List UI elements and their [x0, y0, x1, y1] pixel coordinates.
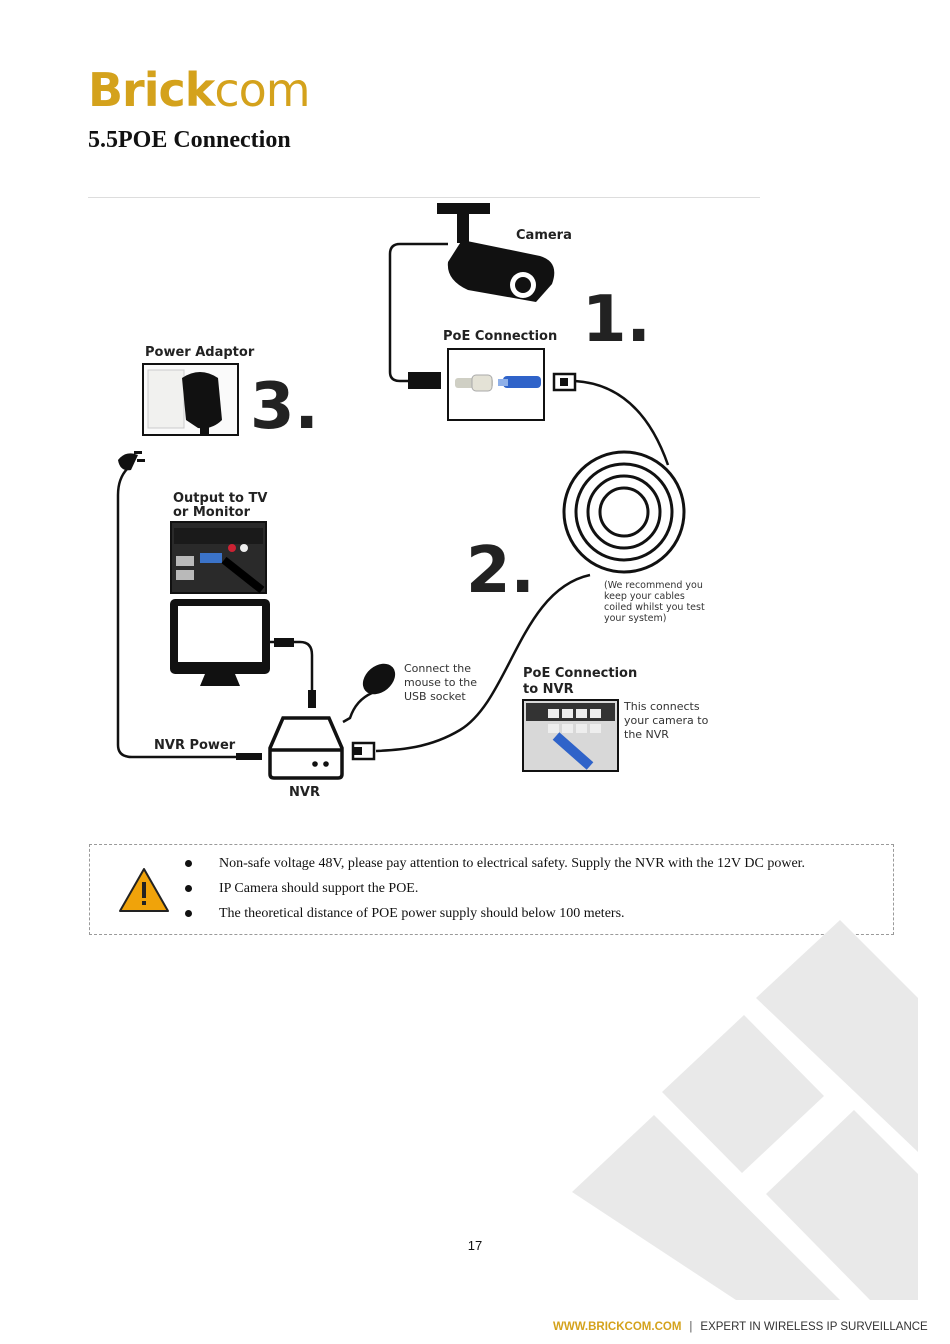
warning-notes-list: Non-safe voltage 48V, please pay attenti…: [184, 851, 805, 926]
title-divider: [88, 197, 760, 198]
warning-note-box: [89, 844, 894, 935]
coil-note-line2: keep your cables: [604, 591, 685, 602]
page-number: 17: [467, 1238, 483, 1253]
monitor-icon: [170, 599, 270, 686]
hdmi-plug: [274, 638, 294, 647]
wall-socket-photo: [147, 369, 222, 434]
cable-coil-to-nvr: [375, 573, 591, 753]
power-plug-icon: [118, 451, 145, 471]
camera-cable: [388, 242, 448, 383]
step-2-label: 2.: [466, 534, 535, 608]
logo-bold-text: Brick: [88, 63, 215, 117]
section-title: 5.5POE Connection: [88, 127, 291, 153]
footer: WWW.BRICKCOM.COM | EXPERT IN WIRELESS IP S…: [553, 1321, 928, 1333]
poe-connection-diagram: Camera 1. PoE Connection Power Adaptor 3…: [116, 203, 712, 800]
monitor-cable: [270, 640, 314, 700]
output-ports-detail: [174, 528, 265, 594]
brand-watermark: [572, 920, 918, 1300]
footer-separator: |: [689, 1321, 693, 1333]
connects-note-line1: This connects: [623, 700, 700, 713]
nvr-ports-detail: [526, 703, 615, 770]
nvr-label: NVR: [289, 785, 320, 800]
poe-connector-photo: [455, 374, 541, 392]
step-1-label: 1.: [582, 283, 651, 357]
connects-note-line2: your camera to: [624, 714, 709, 727]
power-adaptor-label: Power Adaptor: [145, 345, 255, 360]
connects-note: This connects your camera to the NVR: [623, 700, 712, 741]
output-label-line2: or Monitor: [173, 505, 251, 520]
connects-note-line3: the NVR: [624, 728, 669, 741]
camera-label: Camera: [516, 228, 572, 243]
nvr-power-cable: [116, 467, 240, 759]
list-item: The theoretical distance of POE power su…: [184, 901, 805, 926]
monitor-cable-plug: [308, 690, 316, 708]
mouse-note-line3: USB socket: [404, 690, 466, 703]
mouse-note: Connect the mouse to the USB socket: [404, 662, 481, 703]
poe-connection-label: PoE Connection: [443, 329, 557, 344]
brickcom-logo: Brickcom: [88, 62, 311, 118]
coil-note-line1: (We recommend you: [604, 580, 703, 591]
camera-plug: [408, 372, 441, 389]
nvr-power-label: NVR Power: [154, 738, 236, 753]
footer-tagline: EXPERT IN WIRELESS IP SURVEILLANCE: [700, 1321, 928, 1333]
cable-to-coil: [574, 379, 670, 466]
step-3-label: 3.: [250, 370, 319, 444]
coil-note-line3: coiled whilst you test: [604, 602, 705, 613]
cables: [116, 242, 670, 759]
dc-plug: [236, 753, 262, 760]
logo-light-text: com: [214, 63, 310, 117]
output-label-line1: Output to TV: [173, 491, 267, 506]
mouse-note-line1: Connect the: [404, 662, 471, 675]
mouse-icon: [362, 663, 396, 695]
nvr-icon: [268, 716, 344, 780]
list-item: IP Camera should support the POE.: [184, 876, 805, 901]
coiled-cable: [562, 450, 686, 574]
poe-nvr-label-line1: PoE Connection: [523, 666, 637, 681]
coil-note-line4: your system): [604, 613, 666, 624]
warning-icon: [119, 868, 169, 912]
mouse-note-line2: mouse to the: [404, 676, 477, 689]
footer-url: WWW.BRICKCOM.COM: [553, 1321, 682, 1333]
list-item: Non-safe voltage 48V, please pay attenti…: [184, 851, 805, 876]
mouse-cable: [342, 691, 373, 724]
camera-icon: [437, 203, 555, 302]
poe-nvr-label-line2: to NVR: [523, 682, 574, 697]
coil-note: (We recommend you keep your cables coile…: [604, 580, 708, 624]
